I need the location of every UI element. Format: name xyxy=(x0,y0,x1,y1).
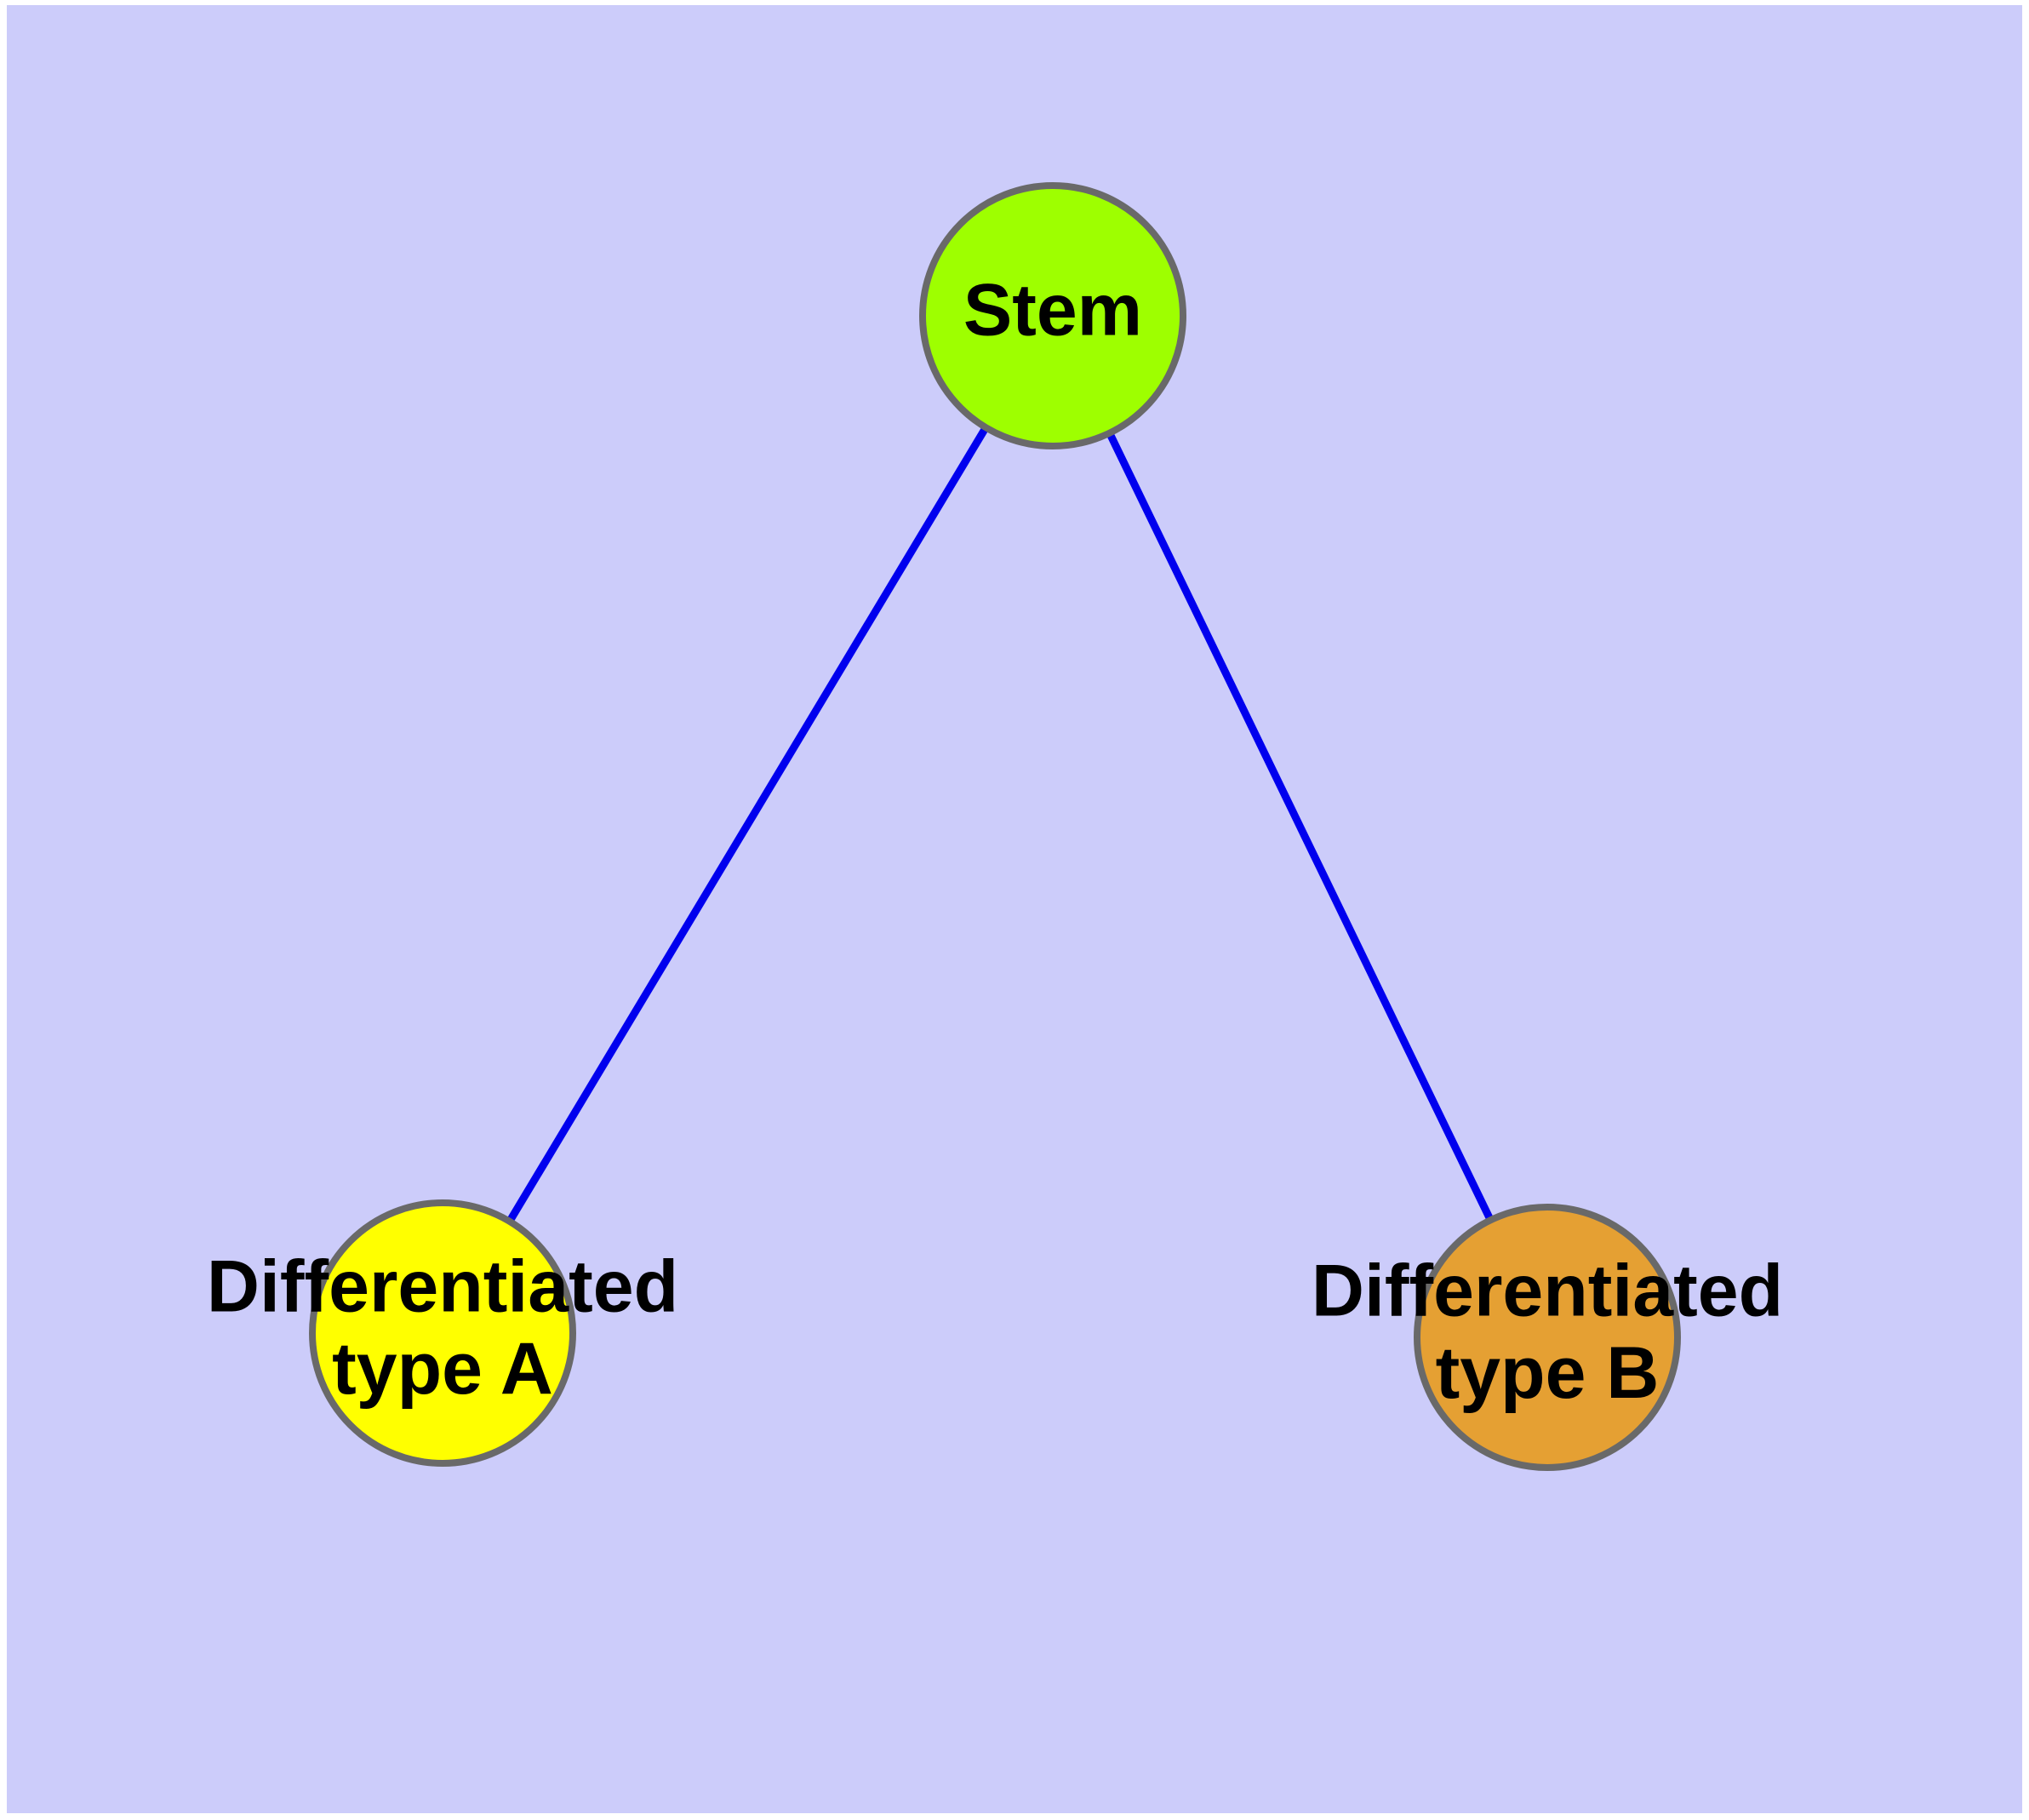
graph-node-stem[interactable] xyxy=(919,182,1186,449)
graph-node-diff_b[interactable] xyxy=(1414,1204,1681,1471)
nodes-layer xyxy=(309,182,1681,1471)
node-label-line: type B xyxy=(1436,1332,1660,1414)
node-label-line: type A xyxy=(332,1328,553,1410)
graph-edge[interactable] xyxy=(439,313,1056,1336)
node-label-line: Differentiated xyxy=(1312,1251,1783,1332)
edges-layer xyxy=(439,313,1552,1339)
graph-node-diff_a[interactable] xyxy=(309,1199,576,1467)
graph-edge[interactable] xyxy=(1049,314,1552,1339)
graph-node-label-stem: Stem xyxy=(963,270,1142,352)
node-label-line: Stem xyxy=(963,270,1142,352)
node-label-line: Differentiated xyxy=(207,1246,678,1328)
